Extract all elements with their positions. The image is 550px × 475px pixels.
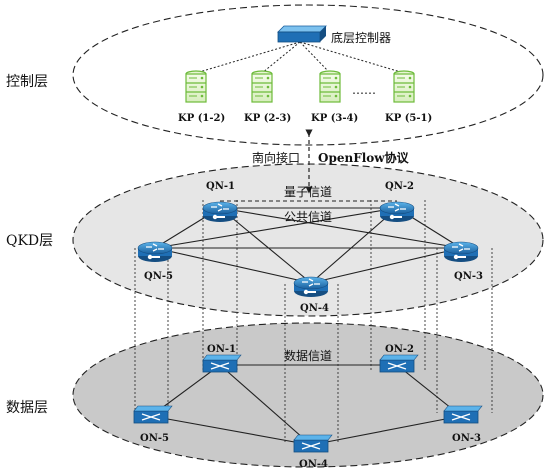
public-channel-label: 公共信道 bbox=[284, 210, 332, 224]
kp-label-4: KP (5-1) bbox=[385, 113, 432, 124]
kp-server-icon-1 bbox=[185, 70, 207, 103]
controller-label: 底层控制器 bbox=[331, 30, 391, 45]
data-plane bbox=[72, 322, 544, 468]
data-switch-icon-2 bbox=[379, 354, 419, 373]
qkd-node-label-5: QN-5 bbox=[144, 271, 173, 282]
kp-server-icon-4 bbox=[393, 70, 415, 103]
controller-device-icon bbox=[277, 25, 327, 43]
qkd-router-icon-4 bbox=[293, 276, 329, 297]
layer-mapping-links bbox=[134, 200, 493, 442]
data-node-label-5: ON-5 bbox=[140, 433, 169, 444]
layer-label-data: 数据层 bbox=[6, 400, 48, 416]
kp-server-icon-2 bbox=[251, 70, 273, 103]
qkd-router-icon-2 bbox=[379, 201, 415, 222]
kp-label-3: KP (3-4) bbox=[311, 113, 358, 124]
qkd-router-icon-1 bbox=[202, 201, 238, 222]
layer-label-qkd: QKD层 bbox=[6, 233, 53, 249]
data-node-label-2: ON-2 bbox=[385, 344, 414, 355]
kp-label-2: KP (2-3) bbox=[244, 113, 291, 124]
data-switch-icon-5 bbox=[133, 405, 173, 424]
layer-label-control: 控制层 bbox=[6, 74, 48, 90]
protocol-label: OpenFlow协议 bbox=[318, 150, 410, 165]
data-node-label-3: ON-3 bbox=[452, 433, 481, 444]
qkd-node-label-1: QN-1 bbox=[206, 181, 235, 192]
data-channel-label: 数据信道 bbox=[284, 348, 332, 363]
kp-label-1: KP (1-2) bbox=[178, 113, 225, 124]
qkd-node-label-3: QN-3 bbox=[454, 271, 483, 282]
data-switch-icon-1 bbox=[202, 354, 242, 373]
controller-links bbox=[195, 41, 405, 74]
data-switch-icon-3 bbox=[443, 405, 483, 424]
kp-server-icon-3 bbox=[319, 70, 341, 103]
qkd-router-icon-3 bbox=[443, 241, 479, 262]
data-node-label-1: ON-1 bbox=[207, 344, 236, 355]
qkd-router-icon-5 bbox=[137, 241, 173, 262]
qkd-node-label-4: QN-4 bbox=[300, 303, 329, 314]
data-switch-icon-4 bbox=[293, 434, 333, 453]
data-node-label-4: ON-4 bbox=[299, 459, 328, 470]
qkd-node-label-2: QN-2 bbox=[385, 181, 414, 192]
quantum-channel-label: 量子信道 bbox=[284, 185, 332, 199]
kp-ellipsis: …… bbox=[352, 83, 376, 97]
southbound-label: 南向接口 bbox=[252, 150, 300, 165]
